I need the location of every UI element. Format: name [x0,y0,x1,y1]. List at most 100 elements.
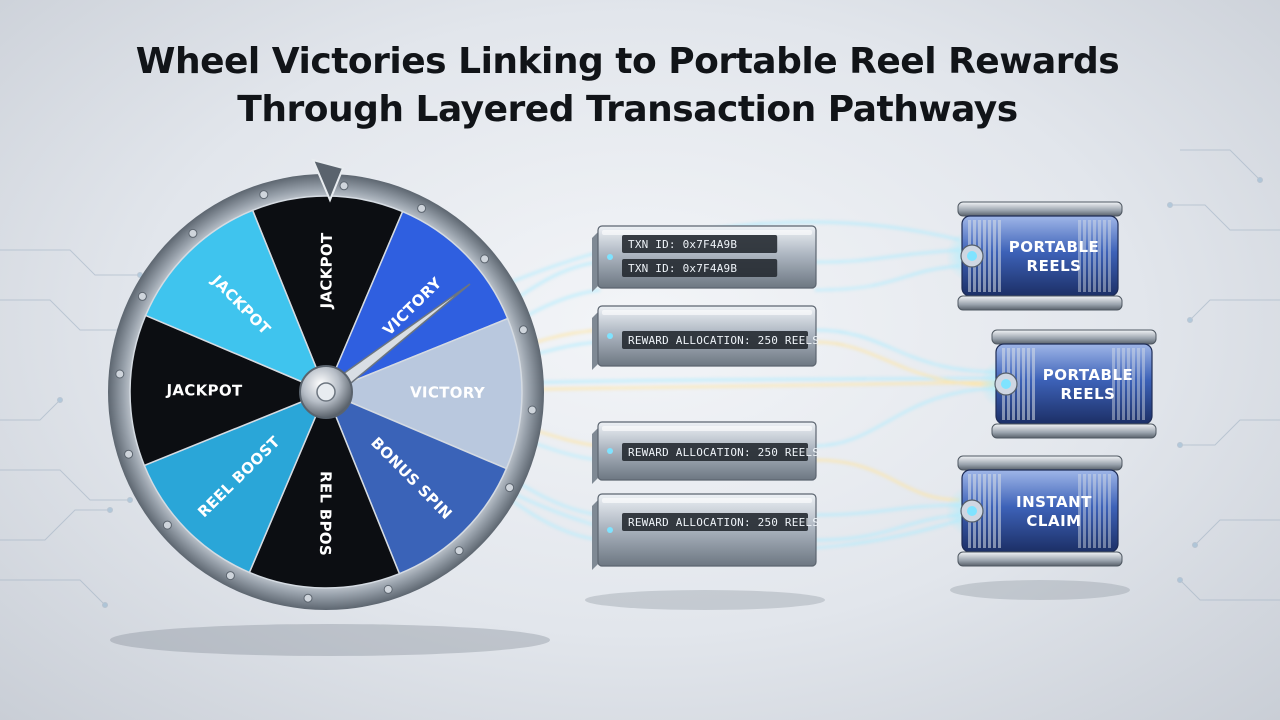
circuit-trace [0,299,120,331]
wheel-pointer-icon [311,158,345,203]
gear-rib [993,220,996,292]
server-side [592,428,598,484]
status-light-icon [607,448,613,454]
circuit-node [1167,202,1173,208]
gear-rib [998,220,1001,292]
server-display-text: TXN ID: 0x7F4A9B [628,262,737,275]
gear-rib [1083,220,1086,292]
reels-shadow [950,580,1130,600]
data-stream [814,514,961,541]
wheel-segment [248,390,401,589]
circuit-node [1177,577,1183,583]
server-display-text: REWARD ALLOCATION: 250 REELS [628,334,819,347]
circuit-trace [0,249,140,276]
reel-top-cap [991,329,1157,345]
gear-rib [988,474,991,548]
reel-top-cap [957,201,1123,217]
gear-rib [1088,474,1091,548]
gear-rib [998,474,1001,548]
wheel-segment-label: JACKPOT [165,381,243,400]
diagram-title: Wheel Victories Linking to Portable Reel… [0,38,1255,134]
server-display-text: REWARD ALLOCATION: 250 REELS [628,446,819,459]
reel-label-line-2: CLAIM [1026,512,1081,530]
server-highlight [602,426,812,431]
circuit-node [1192,542,1198,548]
data-stream-core [814,265,961,291]
wheel-segment [129,314,328,467]
gear-rib [1142,348,1145,420]
reel-label-line-2: REELS [1061,385,1116,403]
gear-rib [1132,348,1135,420]
rim-bolt [518,325,528,335]
gear-rib [1117,348,1120,420]
server-highlight [602,498,812,503]
rim-bolt [115,369,125,379]
gear-rib [1108,474,1111,548]
reel-label-line-1: INSTANT [1016,493,1092,511]
ledger-shadow [585,590,825,610]
data-stream-core [814,249,961,263]
gear-rib [1103,474,1106,548]
reel-hub-core [1001,379,1011,389]
circuit-trace [1179,579,1280,601]
rim-bolt [137,291,147,301]
rim-bolt [480,254,490,264]
server-display [622,331,808,349]
circuit-trace [0,579,106,606]
rim-bolt [259,190,269,200]
status-light-icon [607,527,613,533]
ledger-server: REWARD ALLOCATION: 250 REELS [592,493,819,570]
circuit-node [1187,317,1193,323]
rim-bolt [505,483,515,493]
title-line-2: Through Layered Transaction Pathways [237,89,1018,130]
gear-rib [1137,348,1140,420]
server-highlight [602,230,812,235]
data-stream [814,265,961,291]
reel-label-line-1: PORTABLE [1043,366,1134,384]
gear-rib [1083,474,1086,548]
gear-rib [1108,220,1111,292]
rim-bolt [162,520,172,530]
gear-rib [1078,474,1081,548]
data-stream [814,387,1001,447]
server-display-text: REWARD ALLOCATION: 250 REELS [628,516,819,529]
ledger-server: REWARD ALLOCATION: 250 REELS [592,305,819,370]
rim-bolt [454,546,464,556]
gear-rib [1093,474,1096,548]
server-side [592,500,598,570]
server-display [622,513,808,531]
data-stream-core [814,459,961,501]
server-display [622,235,778,253]
gear-rib [1112,348,1115,420]
rim-bolt [124,449,134,459]
rim-bolt [339,181,349,191]
gear-rib [983,474,986,548]
circuit-trace [1194,519,1280,546]
circuit-node [107,507,113,513]
rim-bolt [383,584,393,594]
wheel-segment-label: REL BPOS [316,471,335,556]
gear-rib [1088,220,1091,292]
circuit-trace [1180,419,1280,446]
gear-rib [1122,348,1125,420]
gear-rib [1078,220,1081,292]
server-display [622,443,808,461]
wheel-segment [324,210,509,394]
server-highlight [602,310,812,315]
reel-top-cap [957,455,1123,471]
wheel-segment-label: VICTORY [410,383,486,402]
wheel-segments [129,195,523,589]
data-stream-core [814,504,961,516]
circuit-node [1257,177,1263,183]
data-stream-core [814,329,1001,373]
wheel-bolts [115,181,537,603]
circuit-node [102,602,108,608]
data-stream [814,329,1001,373]
